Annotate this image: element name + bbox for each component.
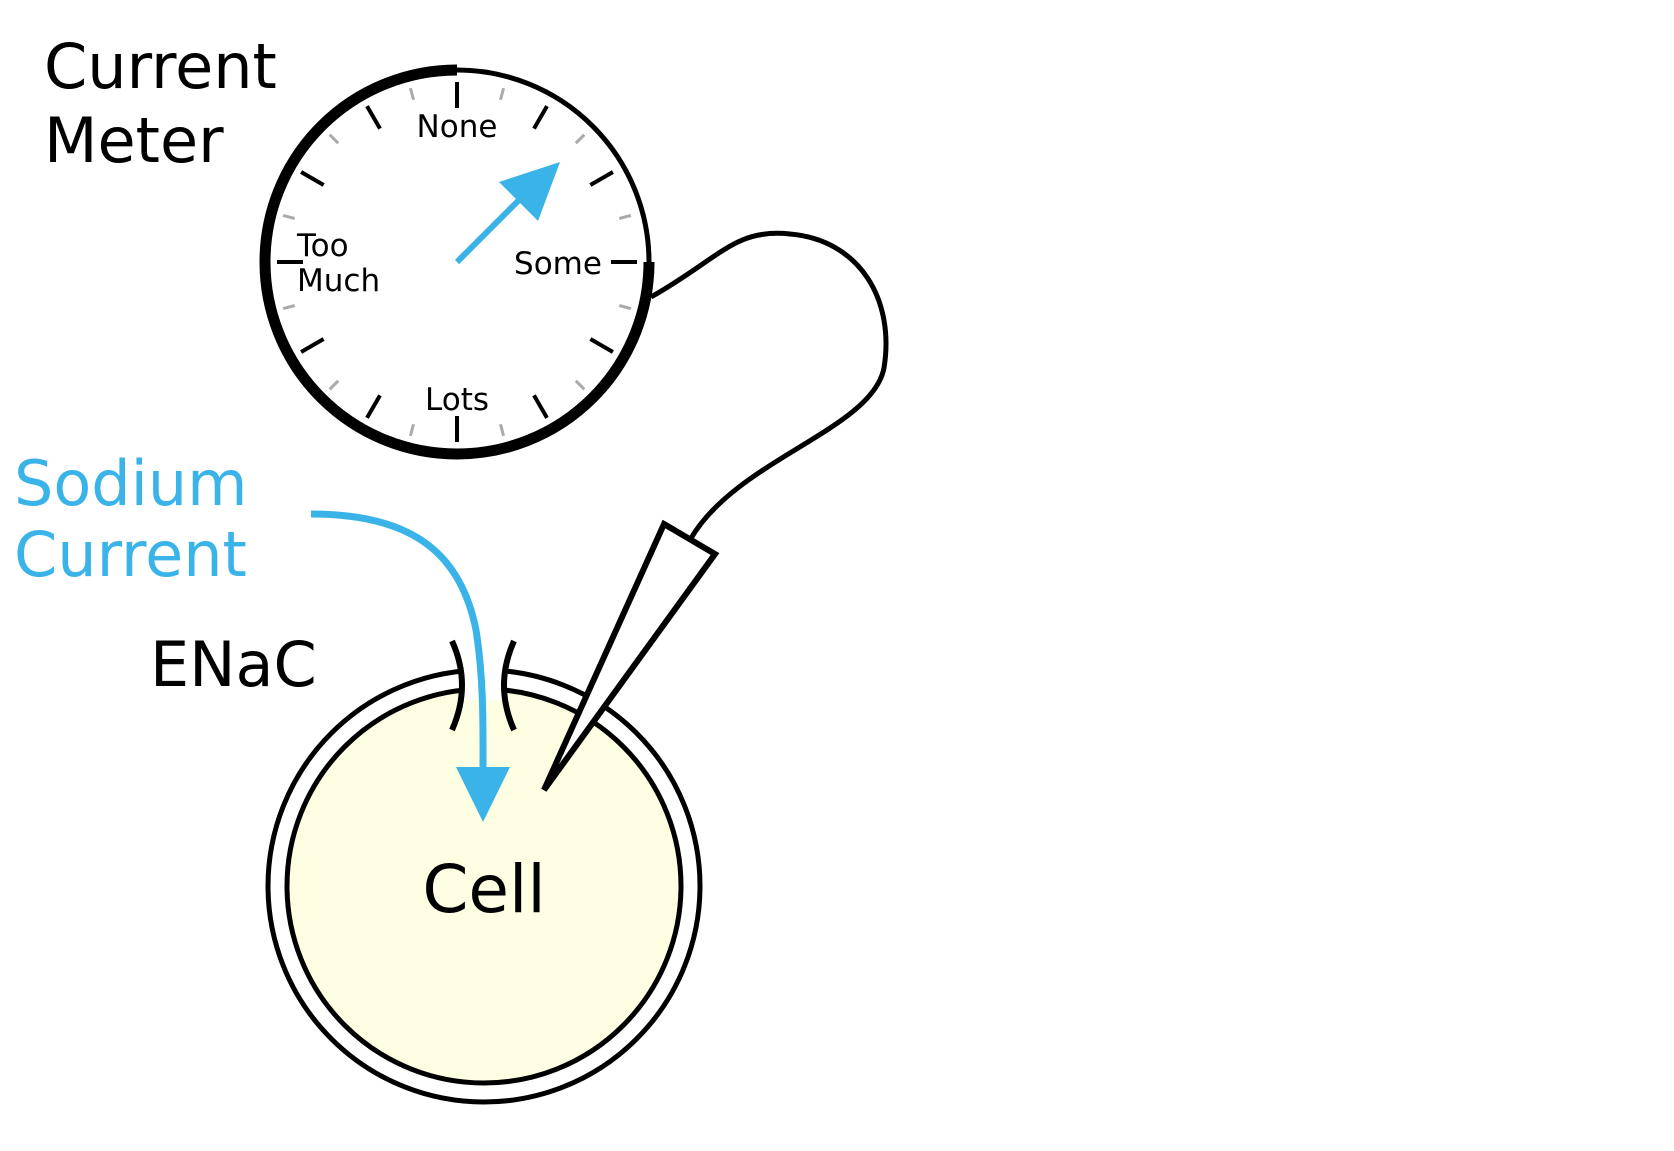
meter-minor-tick [408,423,415,437]
sodium-current-arrow [310,510,510,822]
meter-wire [649,230,889,542]
meter-minor-tick [282,213,296,220]
meter-minor-tick [618,213,632,220]
meter-minor-tick [574,379,586,391]
cell: Cell [265,660,703,1105]
meter-major-tick [300,337,325,354]
sodium-current-arrowhead [456,767,510,822]
meter-major-tick [532,394,549,419]
meter-minor-tick [574,133,586,145]
meter-minor-tick [328,379,340,391]
meter-major-tick [589,337,614,354]
enac-channel-left-wall [449,639,465,732]
meter-minor-tick [282,304,296,311]
meter-minor-tick [499,87,506,101]
meter-label-too-much-line1: Too [296,228,349,264]
meter-major-tick [365,105,382,130]
enac-label: ENaC [150,628,317,701]
meter-dial-rim [456,67,652,263]
meter-title-line2: Meter [44,104,224,177]
meter-needle [454,162,560,265]
meter-minor-tick [499,423,506,437]
sodium-current-label-line1: Sodium [14,447,248,520]
recording-electrode [541,519,720,792]
meter-minor-tick [618,304,632,311]
meter-major-tick [589,170,614,187]
meter-dial-rim-thick [259,64,655,460]
cell-label: Cell [422,851,545,928]
meter-major-tick [532,105,549,130]
meter-label-some: Some [514,246,602,282]
meter-label-none: None [417,109,498,145]
meter-title-line1: Current [44,30,277,103]
current-meter: None Some Too Much Lots [259,64,655,460]
meter-needle-shaft [454,196,523,265]
meter-minor-tick [408,87,415,101]
enac-channel-right-wall [501,639,517,732]
sodium-current-path [310,510,487,771]
meter-major-tick [300,170,325,187]
enac-channel [449,639,517,732]
meter-ticks [277,82,637,442]
meter-label-lots: Lots [425,382,489,418]
meter-minor-tick [328,133,340,145]
meter-label-too-much-line2: Much [297,263,380,299]
meter-major-tick [365,394,382,419]
meter-needle-head [499,162,560,221]
sodium-current-label-line2: Current [14,518,247,591]
